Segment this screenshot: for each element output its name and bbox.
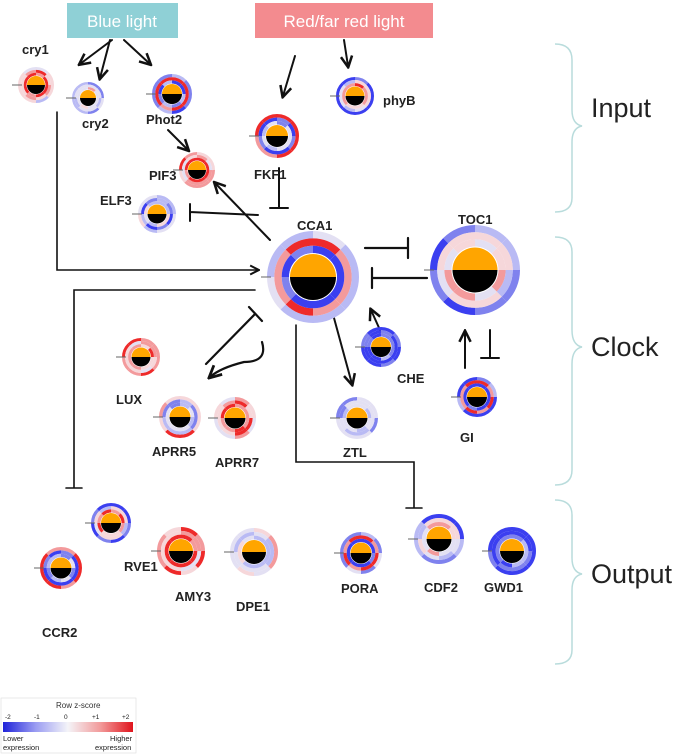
edge-cca1-pif3 [215,183,271,241]
label-rve1: RVE1 [124,559,158,574]
edge-che-cca1 [371,310,381,331]
label-che: CHE [397,371,425,386]
label-cry1: cry1 [22,42,49,57]
section-clock-label: Clock [591,332,659,362]
gene-ring-fkf1 [249,114,299,158]
network-edges [56,39,500,509]
blue-light-box: Blue light [67,3,178,38]
label-cdf2: CDF2 [424,580,458,595]
label-aprr5: APRR5 [152,444,196,459]
edge-fkf1-cca1 [269,167,289,209]
gene-ring-ccr2 [34,547,82,589]
gene-ring-cry1 [12,67,54,103]
gene-ring-toc1 [424,225,520,315]
label-pora: PORA [341,581,379,596]
gene-ring-aprr7 [208,397,256,439]
gene-ring-rve1 [85,503,131,543]
legend-low-1: Lower [3,734,24,743]
gene-ring-phyb [330,77,374,115]
clock-bracket [554,236,583,486]
edge-cca1-ztl [333,317,352,384]
label-toc1: TOC1 [458,212,492,227]
edge-blue-cry1 [80,39,113,64]
legend-high-1: Higher [110,734,133,743]
red-light-box: Red/far red light [255,3,433,38]
legend-tick-3: +1 [92,714,100,721]
edge-blue-phot2 [123,39,150,64]
edge-phot2-pif3 [167,129,188,150]
legend-tick-2: 0 [64,714,68,721]
gene-ring-dpe1 [224,528,278,576]
gene-ring-cdf2 [408,514,464,564]
legend-title: Row z-score [56,701,101,710]
label-pif3: PIF3 [149,168,176,183]
edge-red-fkf1 [283,55,296,96]
gene-ring-elf3 [132,195,176,233]
edge-blue-cry2 [100,39,111,78]
label-cca1: CCA1 [297,218,332,233]
legend-color-bar [3,722,133,732]
red-light-label: Red/far red light [284,12,405,31]
gene-labels: cry1 cry2 Phot2 phyB FKF1 PIF3 ELF3 CCA1… [22,42,523,640]
edge-cca1-cdf2 [295,324,423,509]
label-lux: LUX [116,392,142,407]
section-input-label: Input [591,93,652,123]
label-ztl: ZTL [343,445,367,460]
gene-ring-lux [116,338,160,376]
gene-ring-ztl [330,397,378,439]
gene-ring-phot2 [146,74,192,114]
label-gi: GI [460,430,474,445]
legend-tick-4: +2 [122,714,130,721]
edge-aprr7-aprr5 [210,340,265,377]
legend-tick-1: -1 [34,714,40,721]
label-aprr7: APRR7 [215,455,259,470]
legend-low-2: expression [3,743,39,752]
gene-ring-aprr5 [153,396,201,438]
label-gwd1: GWD1 [484,580,523,595]
edge-toc1-gi [480,329,500,359]
legend-high-2: expression [95,743,131,752]
label-cry2: cry2 [82,116,109,131]
gene-ring-cca1 [261,231,359,323]
gene-ring-cry2 [66,82,104,114]
label-phyb: phyB [383,93,416,108]
edge-cry1-cca1 [56,111,258,270]
edge-red-phyb [344,39,348,66]
output-bracket [554,499,583,665]
gene-ring-gi [451,377,497,417]
label-amy3: AMY3 [175,589,211,604]
legend-tick-0: -2 [5,714,11,721]
edge-cca1-aprr5 [204,312,257,366]
gene-ring-pora [334,532,382,574]
gene-ring-gwd1 [482,527,536,575]
edge-cca1-rve1 [65,289,256,489]
label-fkf1: FKF1 [254,167,287,182]
edge-cca1-toc1 [363,236,410,260]
blue-light-label: Blue light [87,12,157,31]
gene-ring-pif3 [173,152,215,188]
edge-cca1-elf3 [189,203,259,222]
input-bracket [554,43,583,213]
label-elf3: ELF3 [100,193,132,208]
label-ccr2: CCR2 [42,625,77,640]
edge-toc1-cca1 [370,266,429,290]
section-output-label: Output [591,559,673,589]
gene-nodes [12,67,536,589]
label-dpe1: DPE1 [236,599,270,614]
gene-ring-che [355,327,401,367]
gene-ring-amy3 [151,527,205,575]
label-phot2: Phot2 [146,112,182,127]
edge-cca1-aprr5-bar [247,305,264,323]
legend: Row z-score -2 -1 0 +1 +2 Lower expressi… [0,697,137,754]
